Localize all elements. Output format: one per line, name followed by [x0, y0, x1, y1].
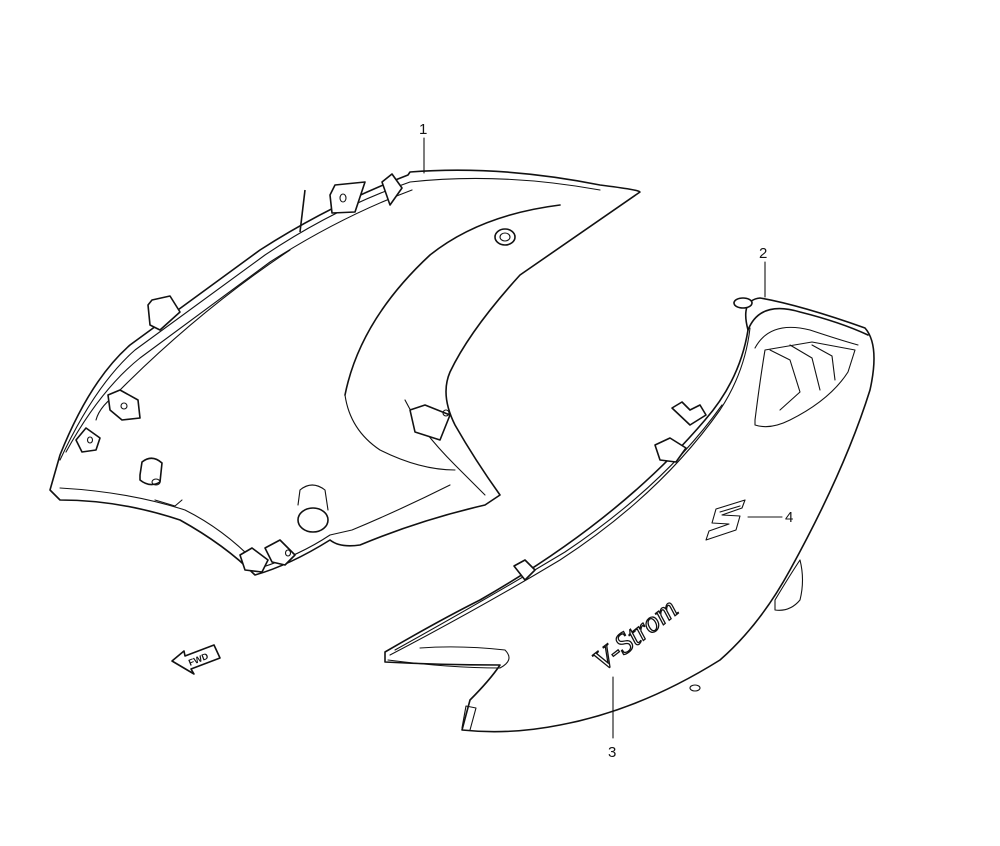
callout-3: 3	[608, 744, 616, 761]
callout-2: 2	[759, 245, 767, 262]
part-2-side-cover[interactable]	[384, 297, 875, 733]
callout-4: 4	[785, 509, 793, 526]
fwd-arrow: FWD	[171, 644, 221, 675]
part-1-side-cover[interactable]	[49, 169, 641, 576]
callout-1: 1	[419, 121, 427, 138]
part-4-emblem[interactable]	[705, 499, 746, 541]
